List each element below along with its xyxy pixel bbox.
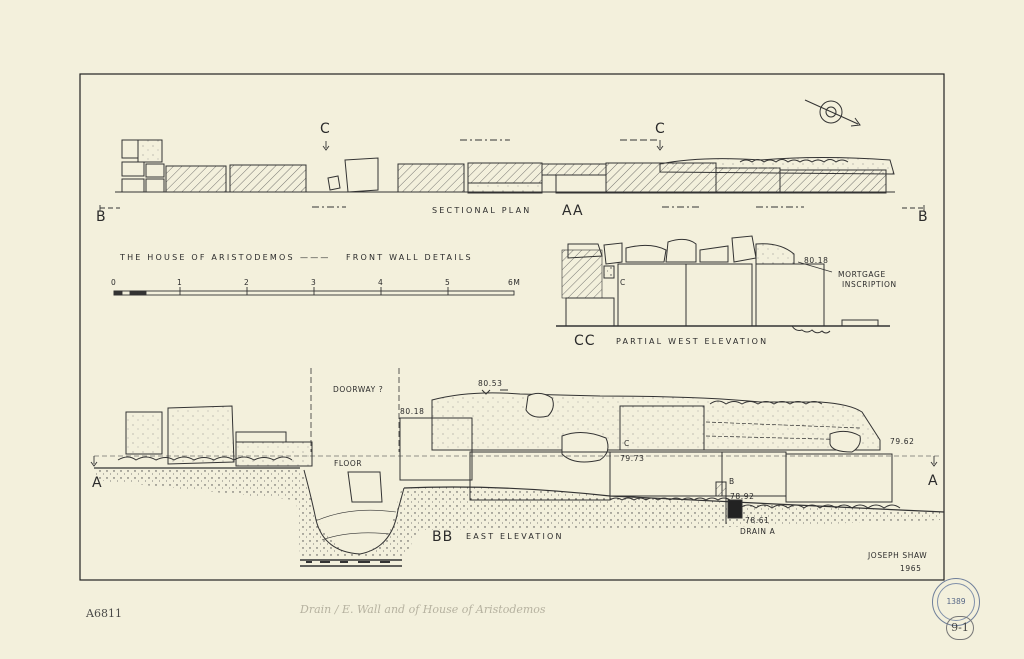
west-elevation-label: PARTIAL WEST ELEVATION xyxy=(616,337,769,346)
doorway-label: DOORWAY ? xyxy=(333,385,384,394)
drain-label: DRAIN A xyxy=(740,527,776,536)
scale-tick-6m: 6M xyxy=(508,278,521,287)
level-drain: 78.61 xyxy=(745,516,770,525)
archive-number: A6811 xyxy=(86,607,122,620)
level-right: 79.62 xyxy=(890,437,915,446)
marker-b: B xyxy=(729,477,735,486)
marker-c-right: C xyxy=(655,121,666,137)
west-marker-c: C xyxy=(620,278,626,287)
cut-label-b-right: B xyxy=(918,209,929,225)
level-b: 78.92 xyxy=(730,492,755,501)
floor-label: FLOOR xyxy=(334,459,363,468)
credit-year: 1965 xyxy=(900,564,922,573)
level-top: 80.53 xyxy=(478,379,503,388)
level-c: 79.73 xyxy=(620,454,645,463)
scale-bar xyxy=(113,287,515,296)
stamp-number: 1389 xyxy=(946,597,966,606)
west-note-line2: INSCRIPTION xyxy=(842,280,897,289)
cut-label-a-left: A xyxy=(92,475,103,491)
drawing-frame xyxy=(79,73,945,581)
drawing-title: THE HOUSE OF ARISTODEMOS xyxy=(120,253,295,262)
level-left: 80.18 xyxy=(400,407,425,416)
credit-name: JOSEPH SHAW xyxy=(868,551,928,560)
north-arrow-icon xyxy=(804,99,861,127)
scale-tick-3: 3 xyxy=(311,278,317,287)
sectional-plan-label: SECTIONAL PLAN xyxy=(432,206,532,215)
scale-tick-1: 1 xyxy=(177,278,183,287)
marker-c-east: C xyxy=(624,439,630,448)
cut-label-a-right: A xyxy=(928,473,939,489)
cut-label-b-left: B xyxy=(96,209,107,225)
sectional-plan xyxy=(115,139,895,194)
scale-tick-5: 5 xyxy=(445,278,451,287)
scale-tick-2: 2 xyxy=(244,278,250,287)
title-separator: ——— xyxy=(300,253,331,262)
scale-tick-0: 0 xyxy=(111,278,117,287)
east-elevation-label: EAST ELEVATION xyxy=(466,532,564,541)
west-level: 80.18 xyxy=(804,256,829,265)
west-elevation xyxy=(556,235,890,334)
scale-tick-4: 4 xyxy=(378,278,384,287)
west-elevation-code: CC xyxy=(574,333,596,349)
east-elevation-code: BB xyxy=(432,529,454,545)
a-cut-markers xyxy=(90,456,938,467)
marker-c-left: C xyxy=(320,121,331,137)
east-elevation xyxy=(94,368,945,567)
faint-pencil-note: Drain / E. Wall and of House of Aristode… xyxy=(300,603,546,616)
west-note-line1: MORTGAGE xyxy=(838,270,886,279)
sheet-number: 9-1 xyxy=(946,616,974,640)
sectional-plan-code: AA xyxy=(562,203,584,219)
section-cut-lines xyxy=(99,139,925,211)
drawing-subtitle: FRONT WALL DETAILS xyxy=(346,253,473,262)
